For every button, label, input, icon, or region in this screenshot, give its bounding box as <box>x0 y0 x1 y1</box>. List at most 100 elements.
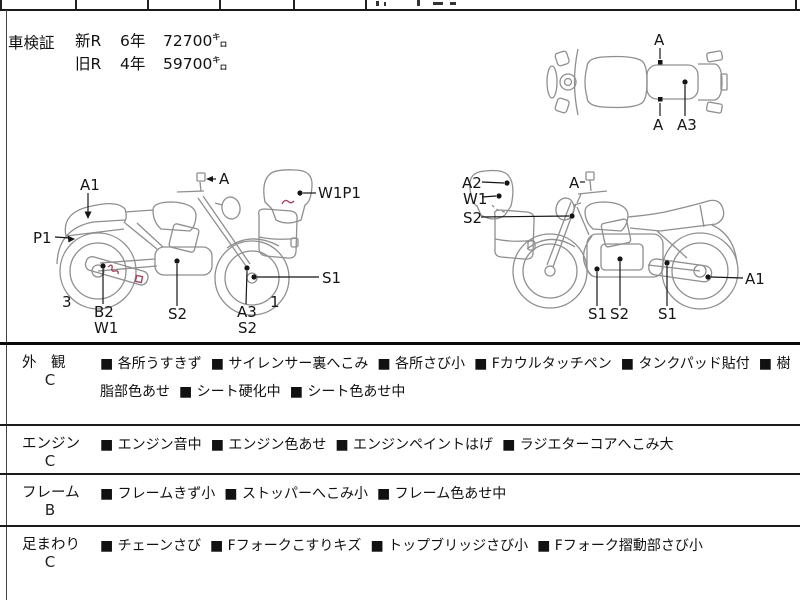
callout-label-a: A <box>219 170 230 188</box>
callout-marker <box>251 274 257 280</box>
count-label-3: 3 <box>62 293 72 311</box>
condition-grade: C <box>44 452 56 470</box>
bike-right-side-diagram: A2 W1 S2 A A1 S1 S2 S1 <box>462 169 765 323</box>
callout-label-s1r: S1 <box>658 305 677 323</box>
shaken-years: 6年 <box>120 32 146 50</box>
condition-item: ■ エンジンペイントはげ <box>335 437 494 453</box>
table-divider <box>293 0 295 9</box>
callout-marker <box>174 258 180 264</box>
shaken-reg: 旧R <box>75 55 102 73</box>
condition-category: エンジン <box>22 436 80 452</box>
callout-marker <box>658 60 663 65</box>
callout-marker <box>664 260 670 266</box>
callout-arrowhead <box>84 211 92 219</box>
shaken-reg: 新R <box>75 32 102 50</box>
condition-item: ■ チェーンさび <box>100 538 201 554</box>
callout-label-a3: A3 <box>677 116 697 134</box>
clipped-text-fragment <box>384 2 386 6</box>
condition-item: ■ ストッパーへこみ小 <box>224 486 368 502</box>
callout-label-s1l: S1 <box>588 305 607 323</box>
callout-label-a3: A3 <box>237 303 257 321</box>
clipped-text-fragment <box>376 1 379 6</box>
condition-item: ■ 各所さび小 <box>377 356 466 372</box>
condition-item: ■ フレームきず小 <box>100 486 216 502</box>
table-divider <box>75 0 77 9</box>
callout-label-s2: S2 <box>168 305 187 323</box>
callout-marker <box>297 190 303 196</box>
clipped-text-fragment <box>433 2 443 5</box>
condition-grade: C <box>44 553 56 571</box>
count-label-1: 1 <box>270 293 280 311</box>
condition-items: ■ チェーンさび■ Fフォークこすりキズ■ トップブリッジさび小■ Fフォーク摺… <box>100 532 792 560</box>
callout-label-a: A <box>569 174 580 192</box>
callout-marker <box>594 266 600 272</box>
condition-items: ■ エンジン音中 ■ エンジン色あせ ■ エンジンペイントはげ ■ ラジエターコアへこ… <box>100 431 792 459</box>
shaken-label: 車検証 <box>8 34 55 52</box>
callout-label-a1: A1 <box>80 176 100 194</box>
condition-item: ■ Fカウルタッチペン <box>474 356 612 372</box>
shaken-row-old: 旧R 4年 59700㌔ <box>75 53 335 76</box>
callout-label-p1: P1 <box>33 229 52 247</box>
callout-label-w1: W1 <box>463 190 487 208</box>
callout-marker <box>496 193 502 199</box>
callout-label-w1p1: W1P1 <box>318 184 361 202</box>
condition-items: ■ 各所うすきず■ サイレンサー裏へこみ■ 各所さび小■ Fカウルタッチペン■ … <box>100 350 792 406</box>
callout-marker <box>682 79 688 85</box>
shaken-mileage: 72700㌔ <box>163 32 228 50</box>
callout-label-a-top: A <box>654 31 665 49</box>
condition-category: フレーム <box>22 485 80 501</box>
condition-row-exterior: 外 観 C ■ 各所うすきず ■ サイレンサー裏へこみ ■ 各所さび小 ■ Fカウルタ… <box>0 342 800 427</box>
condition-row-frame: フレーム B ■ フレームきず小 ■ ストッパーへこみ小 ■ フレーム色あせ中 <box>0 473 800 527</box>
condition-category: 外 観 <box>22 355 66 371</box>
table-divider <box>795 0 797 9</box>
callout-marker <box>705 274 711 280</box>
sheet-left-border <box>6 10 7 600</box>
callout-label-a2: A2 <box>462 174 482 192</box>
table-border <box>0 9 800 11</box>
table-divider <box>219 0 221 9</box>
damage-marks <box>107 199 295 284</box>
shaken-mileage: 59700㌔ <box>163 55 228 73</box>
condition-item: ■ 樹脂部色あせ <box>100 356 791 400</box>
condition-item: ■ エンジン色あせ <box>210 437 327 453</box>
callout-label-s2: S2 <box>463 209 482 227</box>
condition-grade: B <box>44 501 56 519</box>
condition-item: ■ Fフォークこすりキズ <box>209 538 362 554</box>
condition-item: ■ シート色あせ中 <box>289 384 406 400</box>
shaken-years: 4年 <box>120 55 146 73</box>
condition-row-undercarriage: 足まわり C ■ チェーンさび■ Fフォークこすりキズ■ トップブリッジさび小■… <box>0 525 800 600</box>
callout-marker <box>504 180 510 186</box>
clipped-text-fragment <box>450 2 456 5</box>
shaken-row-new: 新R 6年 72700㌔ <box>75 30 335 53</box>
callout-marker <box>100 263 106 269</box>
callout-label-s2b: S2 <box>238 319 257 337</box>
callout-label-w1: W1 <box>94 319 118 337</box>
condition-items: ■ フレームきず小 ■ ストッパーへこみ小 ■ フレーム色あせ中 <box>100 480 792 508</box>
condition-item: ■ サイレンサー裏へこみ <box>210 356 369 372</box>
condition-category: 足まわり <box>22 537 80 553</box>
table-divider <box>0 0 2 9</box>
callout-marker <box>569 213 575 219</box>
condition-item: ■ タンクパッド貼付 <box>620 356 750 372</box>
bike-top-view-diagram: A A A3 <box>546 31 728 134</box>
condition-grade: C <box>44 371 56 389</box>
callout-arrowhead <box>206 176 213 182</box>
condition-item: ■ ラジエターコアへこみ大 <box>502 437 674 453</box>
condition-row-engine: エンジン C ■ エンジン音中 ■ エンジン色あせ ■ エンジンペイントはげ ■ ラジ… <box>0 424 800 475</box>
table-divider <box>147 0 149 9</box>
callout-label-b2: B2 <box>94 303 114 321</box>
callout-marker <box>244 265 250 271</box>
clipped-text-fragment <box>417 0 420 6</box>
callout-label-a-bottom: A <box>653 116 664 134</box>
condition-item: ■ フレーム色あせ中 <box>376 486 507 502</box>
callout-label-s1: S1 <box>322 269 341 287</box>
condition-item: ■ 各所うすきず <box>100 356 202 372</box>
bike-left-side-diagram: A1 P1 A W1P1 S1 B2 W1 S2 A3 S2 3 1 <box>33 169 361 337</box>
condition-item: ■ エンジン音中 <box>100 437 202 453</box>
table-divider <box>365 0 367 9</box>
callout-label-s2e: S2 <box>610 305 629 323</box>
callout-label-a1: A1 <box>745 270 765 288</box>
callout-arrowhead <box>67 235 75 243</box>
condition-item: ■ Fフォーク摺動部さび小 <box>537 538 703 554</box>
